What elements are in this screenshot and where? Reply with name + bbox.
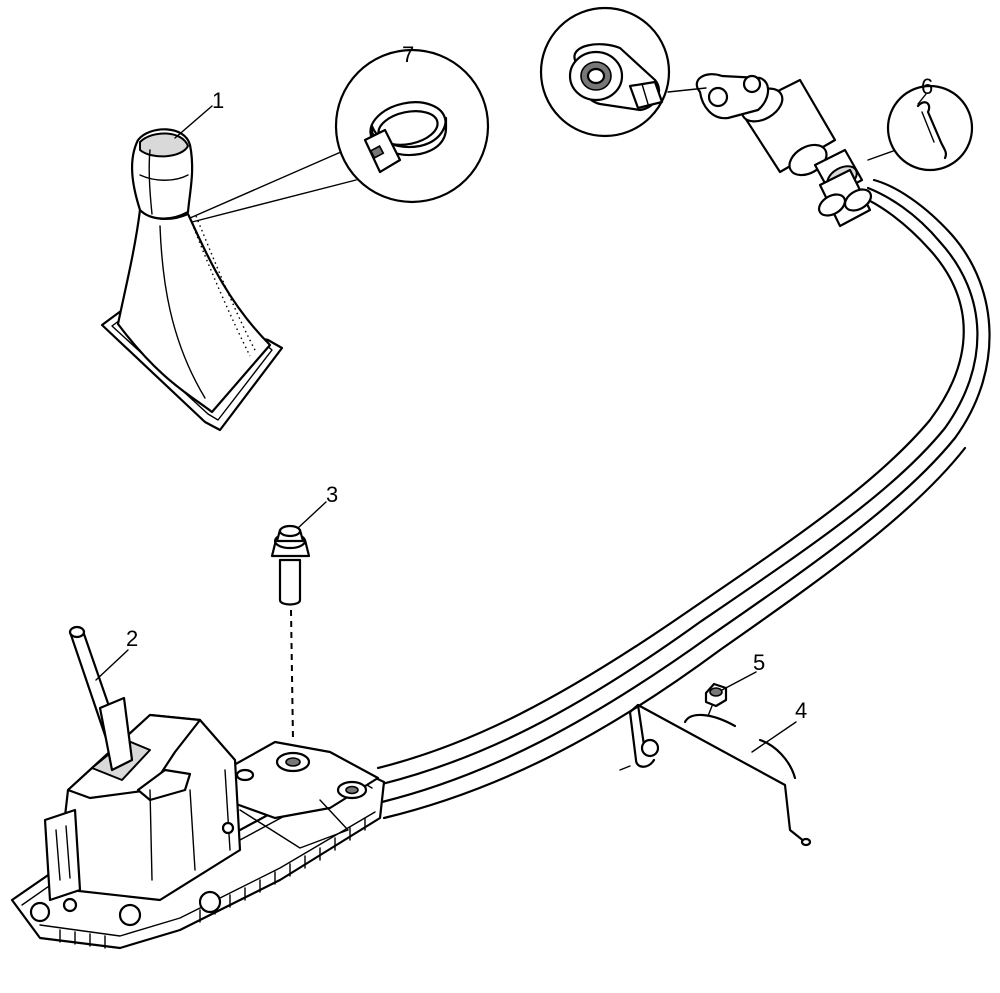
shifter-assembly xyxy=(10,625,386,950)
cable-end-fittings xyxy=(695,73,873,228)
callout-1: 1 xyxy=(212,88,224,113)
clamp-detail-circle xyxy=(334,48,490,204)
bracket xyxy=(619,703,812,847)
callout-6: 6 xyxy=(921,74,933,99)
leader-lines xyxy=(95,93,927,753)
clip-detail-circle xyxy=(867,84,974,172)
nut xyxy=(704,682,728,717)
cable-end-detail-circle xyxy=(539,6,707,138)
callout-5: 5 xyxy=(753,650,765,675)
callout-7: 7 xyxy=(402,42,414,67)
bolt xyxy=(270,524,311,741)
shift-cables xyxy=(376,178,991,820)
callout-3: 3 xyxy=(326,482,338,507)
callout-4: 4 xyxy=(795,698,807,723)
gear-knob-boot xyxy=(100,128,357,432)
callout-labels: 1 2 3 4 5 6 7 xyxy=(126,42,933,723)
callout-2: 2 xyxy=(126,626,138,651)
